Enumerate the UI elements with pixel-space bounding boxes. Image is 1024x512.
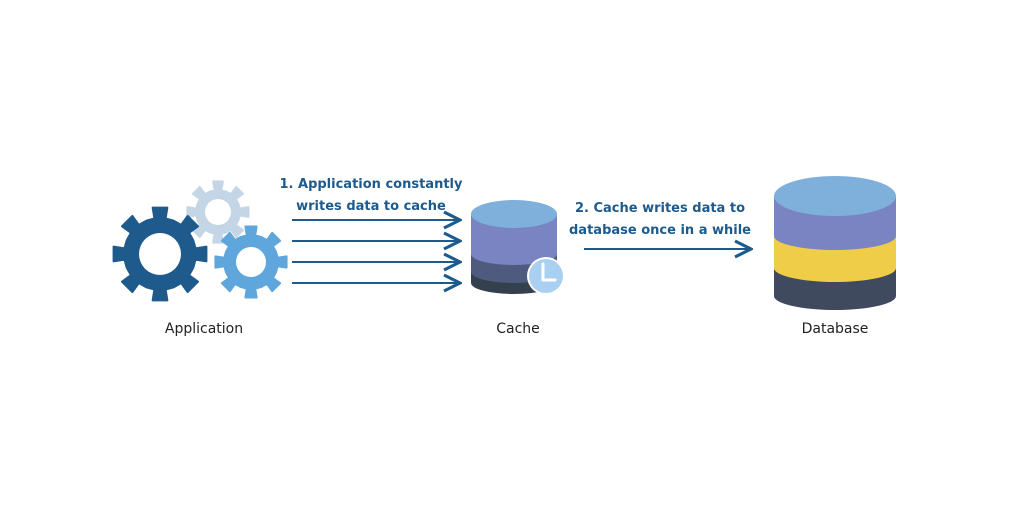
application-icon: [112, 180, 288, 302]
step-1-label: 1. Application constantly writes data to…: [276, 174, 466, 218]
cache-icon: [471, 200, 565, 295]
step-2-line-1: 2. Cache writes data to: [574, 201, 746, 216]
step-2-line-2: database once in a while: [569, 223, 751, 238]
write-arrows: [292, 220, 460, 283]
gear-icon: [214, 225, 288, 299]
step-1-line-2: writes data to cache: [296, 199, 446, 214]
database-icon: [774, 176, 896, 310]
clock-icon: [527, 257, 565, 295]
step-2-label: 2. Cache writes data to database once in…: [565, 198, 755, 242]
cache-label: Cache: [496, 321, 540, 337]
step-1-line-1: 1. Application constantly: [279, 177, 463, 192]
gear-icon: [186, 180, 250, 244]
database-label: Database: [801, 321, 869, 337]
application-label: Application: [164, 321, 244, 337]
gear-icon: [112, 206, 208, 302]
